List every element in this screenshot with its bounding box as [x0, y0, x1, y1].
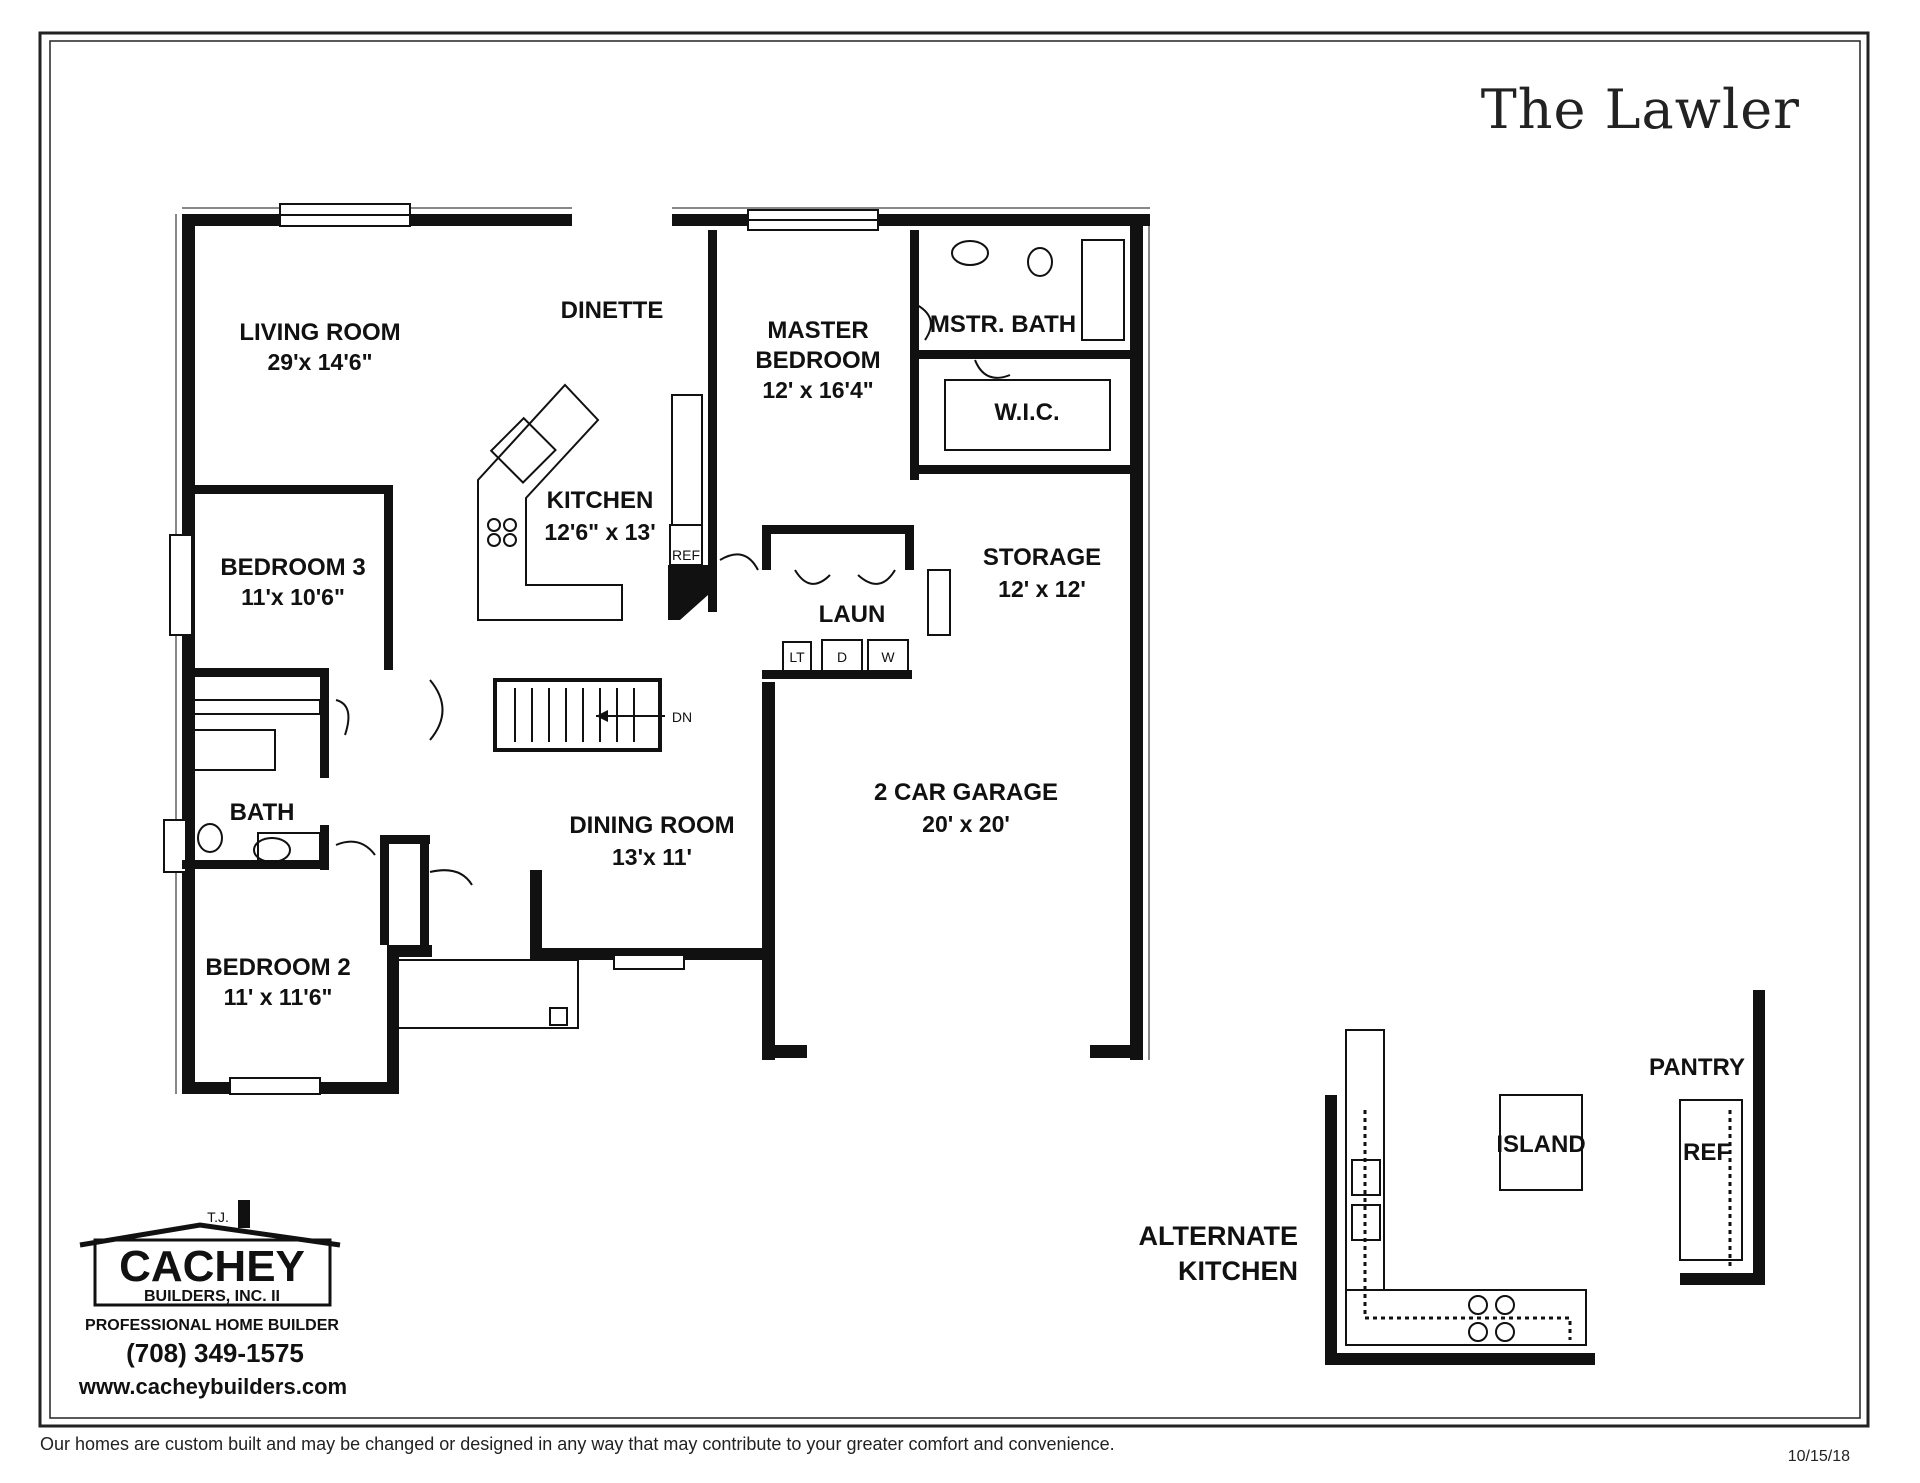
alternate-kitchen-label-2: KITCHEN — [1178, 1256, 1298, 1286]
bedroom2-dim: 11' x 11'6" — [224, 984, 333, 1010]
builder-logo: T.J. CACHEY BUILDERS, INC. II PROFESSION… — [78, 1200, 347, 1399]
footer-disclaimer: Our homes are custom built and may be ch… — [40, 1434, 1115, 1454]
roof-icon — [79, 1222, 341, 1248]
living-room-dim: 29'x 14'6" — [268, 349, 373, 375]
bath-fixtures — [189, 699, 321, 868]
master-bedroom-dim: 12' x 16'4" — [762, 377, 873, 403]
bedroom3-dim: 11'x 10'6" — [241, 584, 345, 610]
bedroom3-label: BEDROOM 3 — [220, 554, 365, 581]
master-bedroom-label-2: BEDROOM — [755, 347, 880, 374]
chimney-icon — [238, 1200, 250, 1228]
kitchen-counter — [477, 383, 703, 621]
logo-website: www.cacheybuilders.com — [78, 1374, 347, 1399]
pantry-label: PANTRY — [1649, 1054, 1745, 1081]
bedroom2-label: BEDROOM 2 — [205, 954, 350, 981]
storage-label: STORAGE — [983, 544, 1101, 571]
master-bath-fixtures — [944, 239, 1125, 451]
wall-hatch — [175, 207, 1150, 1094]
dining-room-dim: 13'x 11' — [612, 844, 692, 870]
dining-room-label: DINING ROOM — [569, 812, 734, 839]
master-bath-label: MSTR. BATH — [930, 311, 1076, 338]
laundry-w-label: W — [881, 649, 895, 665]
master-bedroom-label-1: MASTER — [767, 317, 868, 344]
door-swings — [335, 304, 1011, 886]
stairs — [493, 678, 665, 752]
storage-dim: 12' x 12' — [998, 576, 1086, 602]
logo-tj: T.J. — [207, 1209, 229, 1225]
logo-phone: (708) 349-1575 — [126, 1338, 304, 1368]
wic-label: W.I.C. — [994, 399, 1059, 426]
plan-title: The Lawler — [1481, 78, 1800, 141]
laundry-d-label: D — [837, 649, 847, 665]
room-labels: LIVING ROOM 29'x 14'6" DINETTE MASTER BE… — [205, 297, 1101, 1010]
kitchen-label: KITCHEN — [547, 487, 654, 514]
alternate-kitchen-label-1: ALTERNATE — [1139, 1221, 1298, 1251]
alt-ref-label: REF — [1683, 1139, 1731, 1166]
laundry-lt-label: LT — [789, 649, 805, 665]
front-porch — [397, 959, 579, 1029]
porch-post — [549, 1007, 568, 1026]
laundry-label: LAUN — [819, 601, 886, 628]
bath-label: BATH — [230, 799, 295, 826]
living-room-label: LIVING ROOM — [239, 319, 400, 346]
alternate-kitchen-plan — [1325, 990, 1765, 1365]
interior-walls — [182, 230, 1130, 945]
garage-label: 2 CAR GARAGE — [874, 779, 1058, 806]
stairs-dn-label: DN — [672, 709, 692, 725]
dinette-label: DINETTE — [561, 297, 664, 324]
garage-dim: 20' x 20' — [922, 811, 1010, 837]
logo-name: CACHEY — [119, 1242, 305, 1291]
outer-frame — [38, 31, 1870, 1428]
windows — [163, 203, 879, 1095]
inner-frame — [49, 40, 1861, 1419]
footer-date: 10/15/18 — [1788, 1448, 1850, 1465]
exterior-walls — [182, 214, 1150, 1094]
kitchen-dim: 12'6" x 13' — [544, 519, 655, 545]
kitchen-ref-label: REF — [672, 547, 700, 563]
logo-tagline: PROFESSIONAL HOME BUILDER — [85, 1317, 339, 1334]
laundry-appliances — [782, 569, 951, 673]
logo-sub: BUILDERS, INC. II — [144, 1288, 280, 1305]
island-label: ISLAND — [1496, 1131, 1585, 1158]
